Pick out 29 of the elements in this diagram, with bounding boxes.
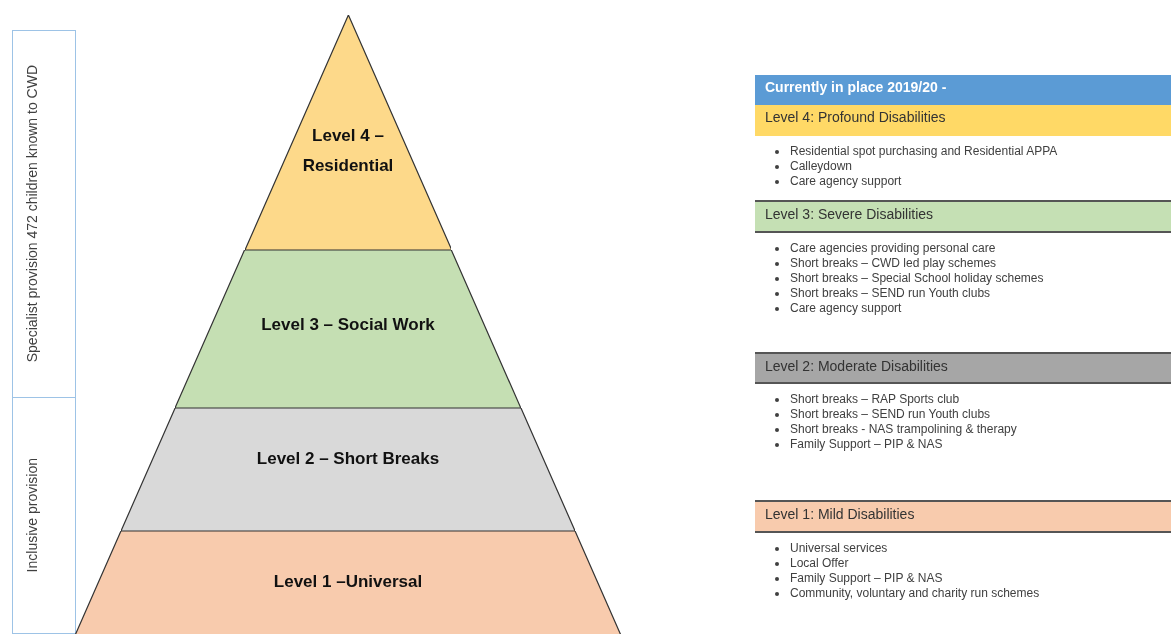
list-item-text: Universal services [790,541,888,555]
level-heading-bar: Level 2: Moderate Disabilities [755,352,1171,384]
level-heading-bar: Level 4: Profound Disabilities [755,105,1171,136]
list-item-text: Short breaks – CWD led play schemes [790,256,997,270]
list-item-text: Care agencies providing personal care [790,241,996,255]
provision-label: Inclusive provision [23,458,41,573]
level-heading-bar: Level 3: Severe Disabilities [755,200,1171,233]
tier-label: Level 2 – Short Breaks [255,449,441,470]
list-item-text: Local Offer [790,556,849,570]
list-item-text: Community, voluntary and charity run schemes [790,586,1040,600]
list-item-text: Care agency support [790,174,902,188]
list-item-text: Short breaks - NAS trampolining & therapy [790,422,1017,436]
list-item-text: Calleydown [790,159,853,173]
provision-bracket [12,397,76,634]
list-item-text: Short breaks – SEND run Youth clubs [790,407,991,421]
list-item-text: Family Support – PIP & NAS [790,437,943,451]
list-item-text: Family Support – PIP & NAS [790,571,943,585]
list-item-text: Short breaks – RAP Sports club [790,392,960,406]
tier-label: Level 4 – Residential [301,124,395,177]
level-heading-bar: Currently in place 2019/20 - [755,75,1171,105]
list-item-text: Care agency support [790,301,902,315]
list-item-text: Short breaks – Special School holiday schemes [790,271,1044,285]
level-heading-bar: Level 1: Mild Disabilities [755,500,1171,533]
provision-label: Specialist provision 472 children known to CWD [23,65,41,363]
provision-bracket [12,30,76,398]
list-item-text: Residential spot purchasing and Residential APPA [790,144,1058,158]
tier-label: Level 1 –Universal [272,571,424,592]
list-item-text: Short breaks – SEND run Youth clubs [790,286,991,300]
tier-label: Level 3 – Social Work [260,315,436,335]
